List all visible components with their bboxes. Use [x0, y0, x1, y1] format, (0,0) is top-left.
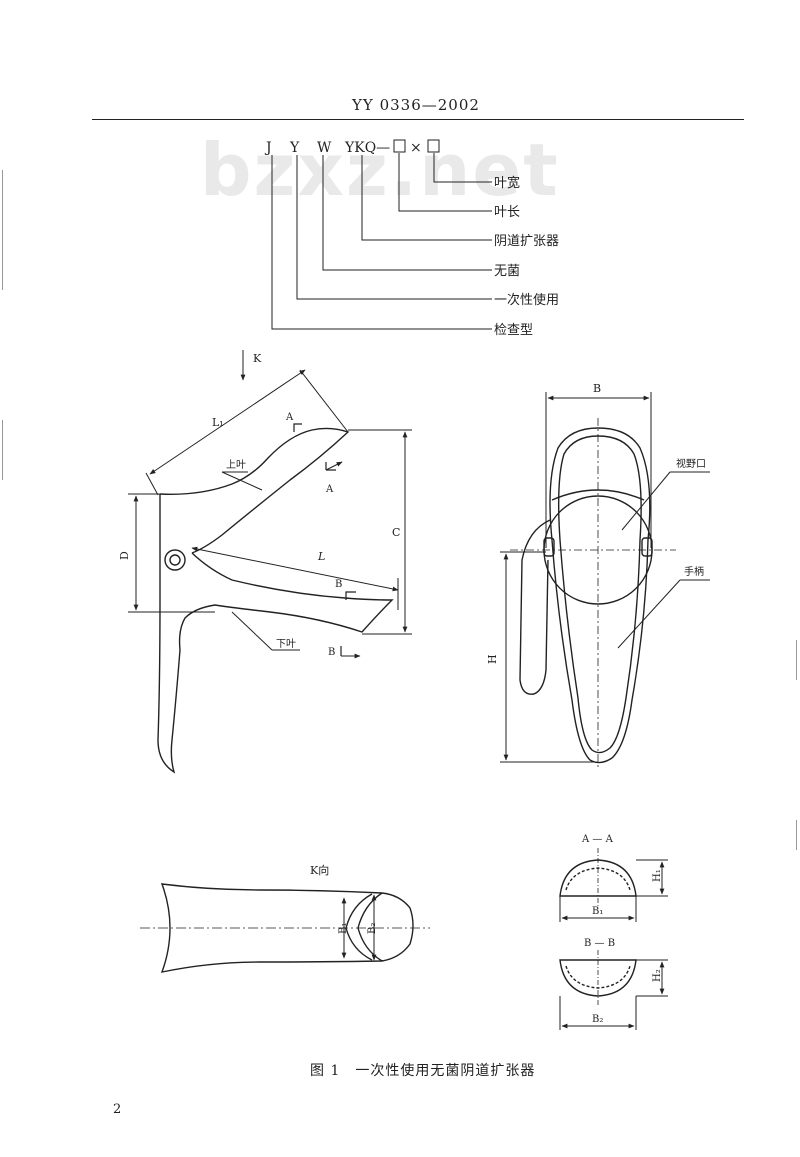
- handle-inner: [557, 435, 642, 754]
- length-box: [393, 139, 406, 153]
- scan-edge-mark: [796, 640, 797, 680]
- section-b-top: B: [335, 579, 342, 590]
- model-code-diagram: J Y W YKQ— × 叶宽 叶长 阴道扩张器 无菌 一次性使用 检查型: [264, 139, 559, 338]
- standard-number: YY 0336—2002: [352, 96, 480, 114]
- label-h1: H₁: [652, 869, 663, 882]
- code-part-j: J: [264, 140, 272, 156]
- legend-length: 叶长: [494, 205, 520, 220]
- upper-blade: [159, 427, 350, 554]
- legend-sterile: 无菌: [494, 264, 520, 279]
- label-h2: H₂: [652, 969, 663, 982]
- side-view: K L₁ 上叶 A A D: [118, 350, 412, 774]
- hinge-outer: [164, 549, 186, 571]
- section-a-top: A: [285, 412, 294, 423]
- k-view: K向 B₁ B₂: [140, 863, 430, 973]
- section-bb-outer: [559, 959, 637, 997]
- code-part-w: W: [317, 140, 332, 156]
- width-box: [427, 139, 440, 153]
- label-c: C: [392, 526, 400, 539]
- watermark: bzxz.net: [200, 128, 560, 212]
- legend-product: 阴道扩张器: [494, 234, 559, 249]
- scan-edge-mark: [2, 170, 3, 290]
- side-handle: [157, 494, 181, 774]
- label-d: D: [118, 551, 131, 560]
- right-knob: [641, 537, 653, 557]
- label-l1: L₁: [212, 416, 224, 429]
- header-rule: [92, 119, 744, 120]
- dim-l1: [149, 369, 306, 475]
- code-part-y: Y: [289, 140, 300, 156]
- label-handle: 手柄: [684, 565, 704, 578]
- leader-exam-type: [271, 155, 492, 330]
- leader-single-use: [296, 155, 492, 300]
- scan-edge-mark: [2, 420, 3, 480]
- label-b1: B₁: [592, 906, 603, 917]
- thumb-lever: [519, 519, 551, 695]
- section-aa: A — A H₁ B₁: [559, 834, 668, 922]
- label-h: H: [486, 654, 499, 664]
- leader-sterile: [322, 155, 492, 271]
- leader-product: [361, 155, 492, 241]
- section-a-bottom: A: [325, 484, 334, 495]
- legend-exam-type: 检查型: [494, 323, 533, 338]
- hinge-inner: [169, 554, 181, 566]
- page-number: 2: [113, 1102, 122, 1117]
- k-view-title: K向: [310, 863, 329, 877]
- label-b2-k: B₂: [367, 923, 378, 934]
- blade-outline: [160, 883, 414, 973]
- section-b-bottom: B: [328, 647, 335, 658]
- label-view-port: 视野口: [676, 457, 706, 470]
- dim-l: [191, 546, 399, 592]
- handle-outer: [549, 427, 651, 764]
- section-bb: B — B H₂ B₂: [559, 938, 668, 1030]
- label-upper-blade: 上叶: [226, 459, 246, 471]
- code-part-times: ×: [410, 140, 422, 156]
- scan-edge-mark: [796, 820, 797, 850]
- section-aa-title: A — A: [581, 834, 614, 845]
- leader-length: [398, 153, 492, 212]
- front-view: B H 视野口 手柄: [486, 382, 710, 770]
- figure-caption: 图 1 一次性使用无菌阴道扩张器: [310, 1063, 536, 1079]
- section-bb-title: B — B: [584, 938, 615, 949]
- label-l: L: [317, 550, 325, 563]
- label-lower-blade: 下叶: [276, 638, 296, 650]
- code-part-ykq: YKQ—: [344, 140, 390, 156]
- label-b2: B₂: [592, 1014, 603, 1025]
- label-b: B: [593, 382, 601, 395]
- legend-width: 叶宽: [494, 175, 520, 191]
- k-arrow-label: K: [253, 352, 262, 365]
- left-knob: [543, 537, 555, 557]
- leader-width: [433, 153, 492, 183]
- legend-single-use: 一次性使用: [494, 292, 559, 308]
- label-b1-k: B₁: [338, 923, 349, 934]
